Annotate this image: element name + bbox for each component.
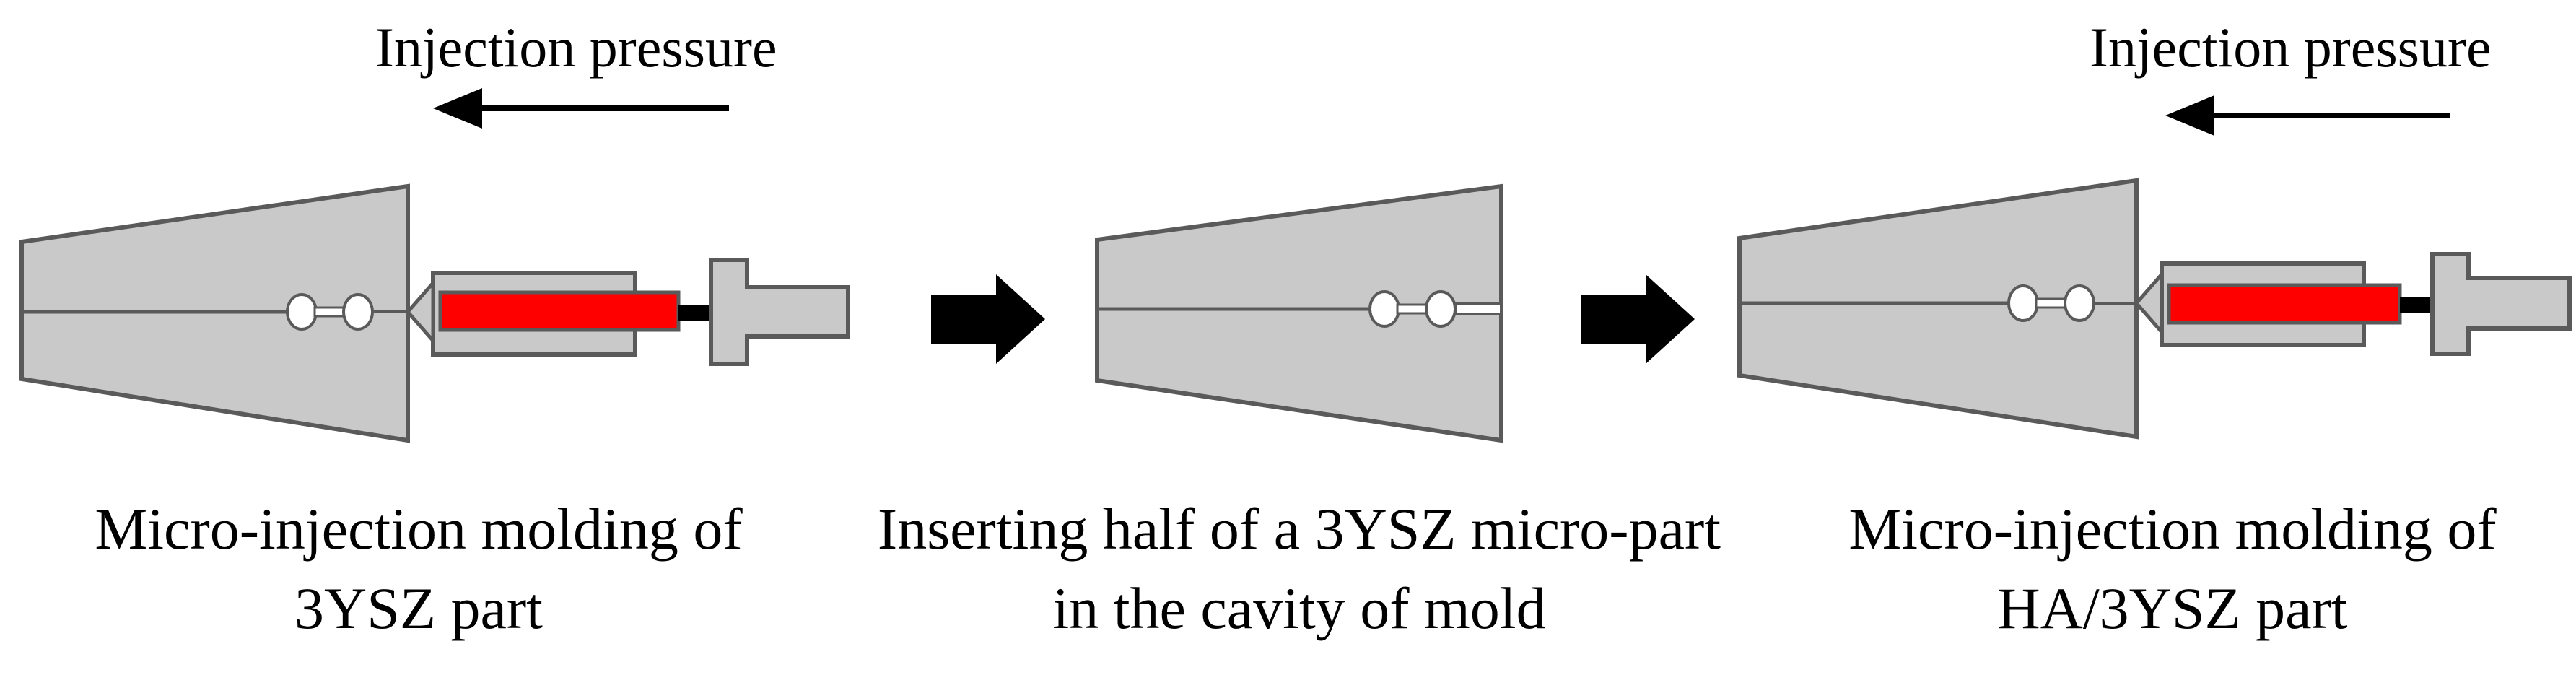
- panel-1-pressure-label: Injection pressure: [375, 16, 777, 79]
- panel-1-caption-line-2: 3YSZ part: [294, 575, 543, 641]
- panel-3-caption-line-1: Micro-injection molding of: [1848, 496, 2497, 562]
- step-arrow-1: [931, 274, 1045, 364]
- panel-3-injection-unit: [2134, 252, 2572, 356]
- panel-3-plunger: [2430, 252, 2572, 356]
- panel-1-injection-unit: [405, 258, 850, 366]
- panel-1-molding-3ysz: Injection pressure Micro-injection moldi…: [19, 16, 850, 641]
- panel-3-mold: [1737, 178, 2139, 440]
- step-arrow-2: [1581, 274, 1695, 364]
- panel-1-caption-line-1: Micro-injection molding of: [95, 496, 743, 562]
- panel-3-molding-ha-3ysz: Injection pressure Micro-injection moldi…: [1737, 16, 2572, 641]
- panel-1-pressure-arrow: [433, 88, 729, 129]
- panel-2-caption-line-1: Inserting half of a 3YSZ micro-part: [878, 496, 1721, 562]
- panel-3-pressure-arrow: [2165, 95, 2450, 136]
- panel-2-inserted-part: [1454, 302, 1503, 315]
- panel-2-caption-line-2: in the cavity of mold: [1052, 575, 1545, 641]
- panel-1-plunger: [709, 258, 850, 366]
- panel-3-pressure-label: Injection pressure: [2090, 16, 2492, 79]
- panel-3-feedstock: [2167, 283, 2402, 325]
- panel-1-mold: [19, 183, 410, 443]
- panel-2-mold: [1095, 183, 1503, 443]
- panel-3-caption-line-2: HA/3YSZ part: [1997, 575, 2347, 641]
- panel-2-insertion: Inserting half of a 3YSZ micro-part in t…: [878, 183, 1721, 641]
- panel-1-feedstock: [438, 290, 681, 332]
